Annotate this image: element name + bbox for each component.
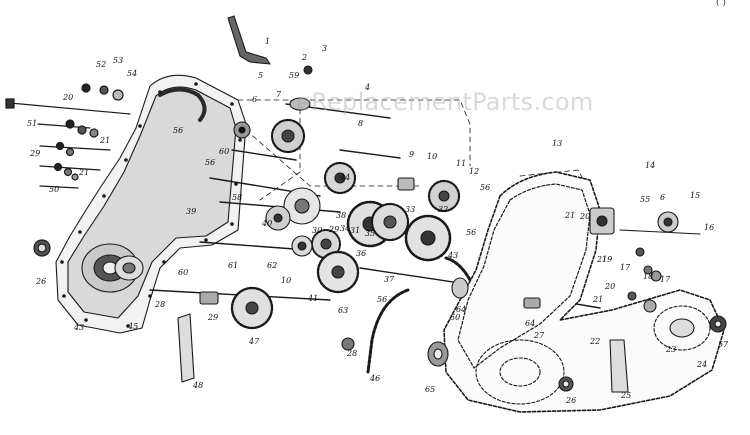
callout-label-48: 48 bbox=[192, 381, 203, 390]
callout-label-36: 36 bbox=[356, 249, 366, 258]
callout-label-44: 44 bbox=[339, 173, 350, 182]
callout-label-26: 26 bbox=[35, 277, 46, 286]
callout-label-4: 4 bbox=[364, 83, 370, 92]
callout-label-14: 14 bbox=[645, 161, 655, 170]
callout-label-52: 52 bbox=[96, 60, 106, 69]
callout-label-15: 15 bbox=[690, 191, 700, 200]
callout-label-34: 34 bbox=[340, 224, 350, 233]
callout-label-21: 21 bbox=[596, 255, 607, 264]
right-housing bbox=[443, 171, 727, 413]
callout-label-56: 56 bbox=[377, 295, 387, 304]
dashed-guide-lines bbox=[237, 99, 601, 211]
corner-note: ( ) bbox=[716, 0, 726, 8]
callout-label-56: 56 bbox=[466, 228, 476, 237]
callout-label-53: 53 bbox=[113, 56, 123, 65]
callout-label-10: 10 bbox=[427, 152, 437, 161]
callout-label-50: 50 bbox=[49, 185, 59, 194]
callout-label-19: 19 bbox=[602, 255, 612, 264]
callout-label-61: 61 bbox=[228, 261, 238, 270]
callout-label-39: 39 bbox=[186, 207, 196, 216]
callout-label-40: 40 bbox=[261, 219, 272, 228]
callout-label-6: 6 bbox=[660, 193, 665, 202]
callout-label-20: 20 bbox=[579, 212, 590, 221]
callout-label-35: 35 bbox=[365, 229, 375, 238]
callout-label-24: 24 bbox=[696, 360, 707, 369]
callout-label-56: 56 bbox=[173, 126, 183, 135]
callout-label-41: 41 bbox=[307, 294, 318, 303]
gears bbox=[230, 118, 461, 330]
misc-parts bbox=[177, 15, 541, 383]
callout-label-18: 18 bbox=[643, 272, 653, 281]
callout-label-60: 60 bbox=[178, 268, 188, 277]
callout-label-5: 5 bbox=[258, 71, 263, 80]
callout-label-50: 50 bbox=[450, 313, 460, 322]
callout-label-20: 20 bbox=[62, 93, 73, 102]
callout-label-12: 12 bbox=[469, 167, 479, 176]
callout-label-29: 29 bbox=[29, 149, 40, 158]
callout-label-47: 47 bbox=[248, 337, 260, 346]
callout-label-3: 3 bbox=[322, 44, 327, 53]
callout-label-1: 1 bbox=[265, 37, 270, 46]
callout-label-37: 37 bbox=[384, 275, 395, 284]
callout-label-27: 27 bbox=[533, 331, 545, 340]
callout-label-17: 17 bbox=[620, 263, 631, 272]
callout-label-7: 7 bbox=[276, 90, 282, 99]
callout-label-21: 21 bbox=[592, 295, 603, 304]
callout-label-23: 23 bbox=[665, 345, 676, 354]
callout-label-60: 60 bbox=[219, 147, 229, 156]
callout-label-21: 21 bbox=[78, 168, 89, 177]
callout-label-29: 29 bbox=[328, 225, 339, 234]
callout-label-55: 55 bbox=[640, 195, 650, 204]
callout-label-57: 57 bbox=[718, 340, 729, 349]
chains bbox=[366, 256, 472, 374]
callout-label-21: 21 bbox=[564, 211, 575, 220]
callout-label-30: 30 bbox=[312, 226, 322, 235]
left-bolts bbox=[5, 83, 131, 257]
callout-label-65: 65 bbox=[425, 385, 435, 394]
callout-label-17: 17 bbox=[660, 275, 671, 284]
callout-label-56: 56 bbox=[205, 158, 215, 167]
callout-label-21: 21 bbox=[99, 136, 110, 145]
callout-label-28: 28 bbox=[154, 300, 165, 309]
callout-label-63: 63 bbox=[338, 306, 348, 315]
callout-label-20: 20 bbox=[604, 282, 615, 291]
callout-label-31: 31 bbox=[350, 226, 360, 235]
callout-label-43: 43 bbox=[73, 323, 84, 332]
callout-label-2: 2 bbox=[301, 53, 307, 62]
callout-label-46: 46 bbox=[369, 374, 380, 383]
callout-label-64: 64 bbox=[456, 305, 466, 314]
callout-label-59: 59 bbox=[289, 71, 299, 80]
callout-label-43: 43 bbox=[447, 251, 458, 260]
callout-label-10: 10 bbox=[281, 276, 291, 285]
callout-label-29: 29 bbox=[207, 313, 218, 322]
callout-label-26: 26 bbox=[565, 396, 576, 405]
callout-label-64: 64 bbox=[525, 319, 535, 328]
callout-label-38: 38 bbox=[336, 211, 346, 220]
callout-label-6: 6 bbox=[252, 95, 257, 104]
callout-label-58: 58 bbox=[232, 193, 242, 202]
left-housing bbox=[55, 74, 247, 334]
callout-label-11: 11 bbox=[456, 159, 466, 168]
callout-label-51: 51 bbox=[27, 119, 37, 128]
callout-label-33: 33 bbox=[405, 205, 415, 214]
callout-label-28: 28 bbox=[346, 349, 357, 358]
callout-label-22: 22 bbox=[589, 337, 600, 346]
callout-label-25: 25 bbox=[620, 391, 631, 400]
callout-label-54: 54 bbox=[127, 69, 137, 78]
callout-label-13: 13 bbox=[552, 139, 562, 148]
callout-label-8: 8 bbox=[358, 119, 363, 128]
callout-label-45: 45 bbox=[127, 322, 138, 331]
callout-label-56: 56 bbox=[480, 183, 490, 192]
callout-label-16: 16 bbox=[704, 223, 714, 232]
callout-label-32: 32 bbox=[438, 205, 448, 214]
callout-label-62: 62 bbox=[267, 261, 277, 270]
callout-label-9: 9 bbox=[409, 150, 414, 159]
